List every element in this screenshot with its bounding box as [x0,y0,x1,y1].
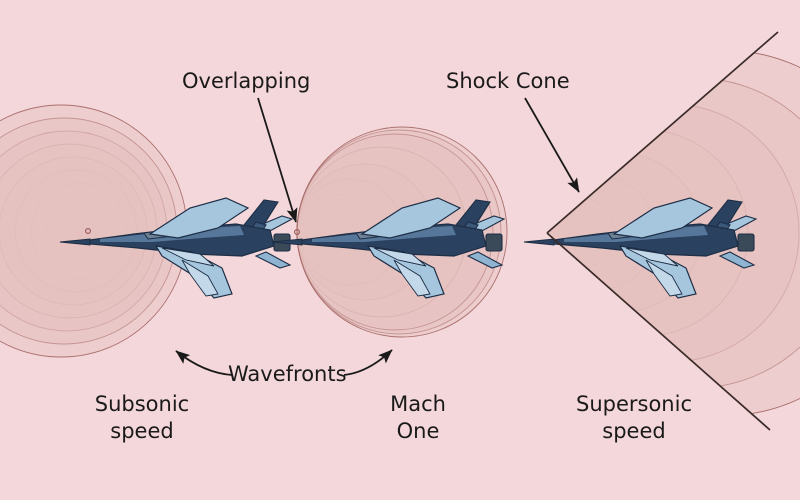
wave-source-point [294,229,301,236]
caption-supersonic-line1: Supersonic [576,392,692,416]
wavefront-circle [30,182,128,280]
wavefronts-arrow-left [175,350,233,376]
shock-cone-arrow [524,97,580,193]
wavefront-circle [14,169,138,293]
wavefronts-arrow-right [343,349,393,376]
caption-supersonic-line2: speed [602,419,665,443]
caption-mach-one-line1: Mach [390,392,446,416]
wavefronts-label: Wavefronts [228,362,347,386]
wavefront-group-subsonic [0,104,188,358]
caption-subsonic-line1: Subsonic [95,392,189,416]
wavefront-circle [0,156,148,306]
shock-cone-line-upper [546,31,779,234]
caption-mach-one-line2: One [397,419,440,443]
shock-cone-label: Shock Cone [446,69,570,93]
overlapping-arrow [257,97,298,223]
caption-subsonic-line2: speed [110,419,173,443]
shock-cone-line-lower [546,232,771,431]
wavefront-circle [46,195,118,267]
wave-source-point [84,228,91,235]
shock-cone-layer [546,31,779,431]
overlapping-label: Overlapping [182,69,310,93]
